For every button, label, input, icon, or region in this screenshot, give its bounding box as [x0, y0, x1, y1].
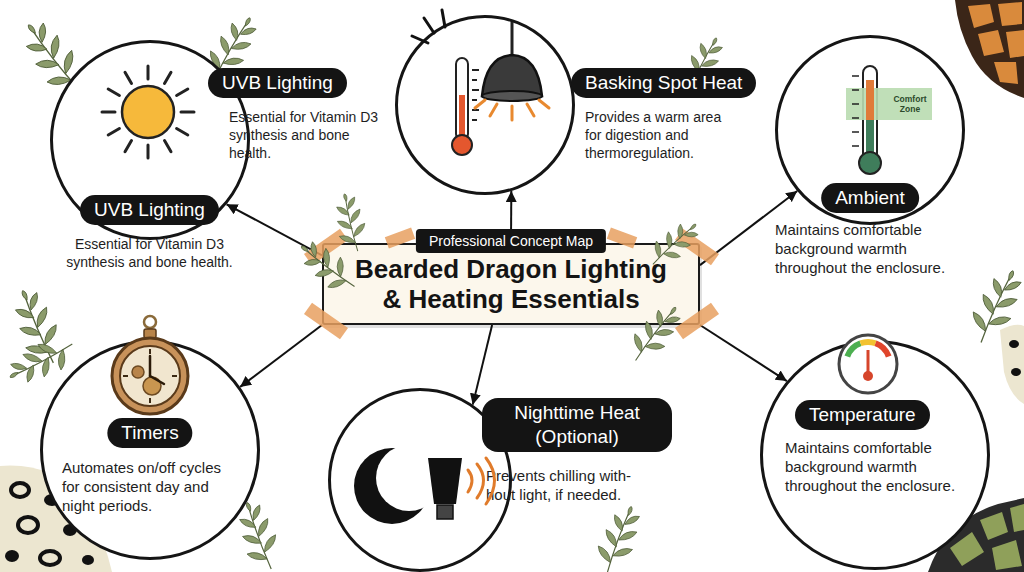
pattern-spot	[18, 517, 38, 533]
topic-heading: UVB Lighting	[208, 68, 347, 98]
topic-circle: TimersAutomates on/off cycles for consis…	[40, 340, 260, 560]
watch-crown	[144, 329, 156, 338]
spot-pattern	[1000, 325, 1024, 404]
leaf-sprig	[591, 500, 645, 572]
topic-heading: Timers	[107, 418, 192, 448]
topic-description: Prevents chilling with- hout light, if n…	[486, 466, 648, 504]
diagram-title: Bearded Dragon Lighting & Heating Essent…	[348, 254, 674, 314]
topic-description: Provides a warm area for digestion and t…	[585, 108, 737, 162]
topic-description: Maintains comfortable background warmth …	[785, 438, 967, 495]
pattern-spot	[82, 555, 94, 565]
topic-circle: Basking Spot HeatProvides a warm area fo…	[395, 15, 575, 195]
pattern-blob	[955, 0, 1024, 98]
pattern-patch	[1010, 504, 1024, 532]
pattern-patch	[978, 30, 1004, 56]
pattern-patch	[980, 512, 1008, 540]
circle-outline	[397, 17, 574, 194]
circle-outline	[40, 340, 260, 560]
topic-circle: AmbientMaintains comfortable background …	[775, 35, 965, 225]
pattern-spot	[11, 483, 29, 497]
topic-description: Essential for Vitamin D3 synthesis and b…	[53, 235, 245, 271]
topic-description: Maintains comfortable background warmth …	[775, 220, 957, 277]
title-tag: Professional Concept Map	[416, 229, 606, 253]
topic-circle: TemperatureMaintains comfortable backgro…	[760, 340, 990, 570]
topic-heading: Nighttime Heat (Optional)	[482, 398, 672, 452]
tape-strips	[304, 228, 719, 340]
topic-circle: Nighttime Heat (Optional)Prevents chilli…	[328, 388, 512, 572]
leaf-sprig	[964, 262, 1024, 349]
topic-heading: Basking Spot Heat	[571, 68, 756, 98]
comfort-zone-label: Comfort Zone	[889, 94, 931, 114]
central-title-box: Professional Concept MapBearded Dragon L…	[322, 243, 700, 325]
pattern-spot	[1011, 368, 1021, 376]
pattern-patch	[1006, 30, 1024, 58]
pattern-spot	[40, 551, 60, 565]
topic-pill: UVB LightingEssential for Vitamin D3 syn…	[80, 195, 219, 225]
circle-outline	[42, 342, 259, 559]
topic-description: Automates on/off cycles for consistent d…	[62, 458, 234, 515]
topic-heading: UVB Lighting	[94, 198, 205, 222]
topic-heading: Ambient	[821, 183, 919, 213]
giraffe-pattern	[955, 0, 1024, 98]
pattern-spot	[1009, 340, 1019, 348]
leaf-sprig	[3, 284, 70, 371]
connector-arrow	[227, 204, 322, 255]
pattern-patch	[992, 540, 1022, 570]
pattern-patch	[998, 2, 1022, 26]
pattern-spot	[5, 550, 19, 562]
connector-arrow	[473, 325, 492, 405]
watch-ring	[144, 316, 156, 328]
pattern-patch	[968, 4, 994, 28]
pattern-blob	[1000, 325, 1024, 404]
topic-description: Essential for Vitamin D3 synthesis and b…	[229, 108, 384, 162]
topic-heading: Temperature	[795, 400, 930, 430]
circle-outline	[762, 342, 989, 569]
circle-outline	[395, 15, 575, 195]
connector-arrow	[700, 325, 787, 381]
circle-outline	[777, 37, 964, 224]
pattern-patch	[994, 62, 1018, 84]
connector-arrow	[240, 325, 322, 387]
